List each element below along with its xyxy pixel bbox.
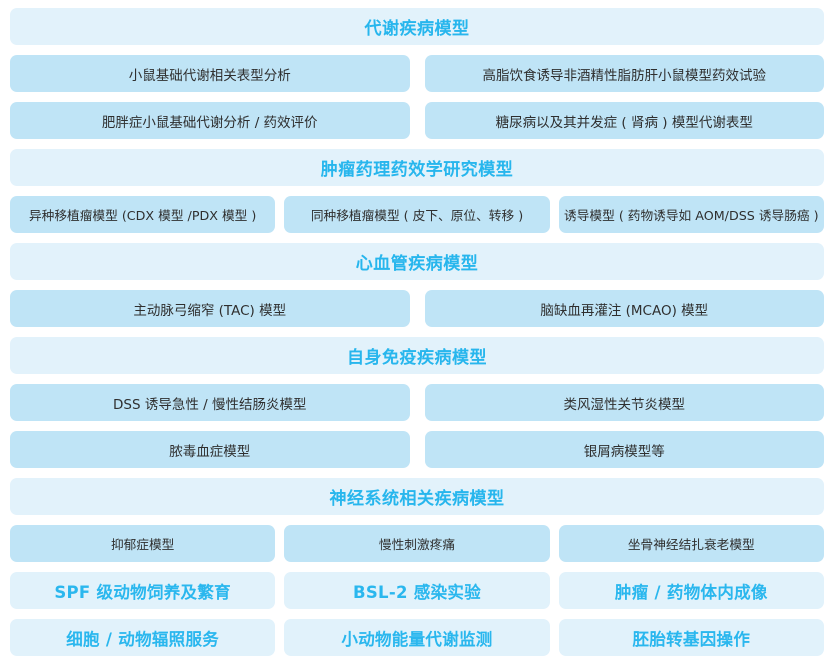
model-item[interactable]: 诱导模型 ( 药物诱导如 AOM/DSS 诱导肠癌 ) (558, 196, 824, 233)
model-item[interactable]: 主动脉弓缩窄 (TAC) 模型 (10, 290, 410, 327)
section-header-row: 肿瘤药理药效学研究模型 (10, 149, 824, 186)
section-header-row: 心血管疾病模型 (10, 243, 824, 280)
model-item-row: 抑郁症模型慢性刺激疼痛坐骨神经结扎衰老模型 (10, 525, 824, 562)
model-item[interactable]: 抑郁症模型 (10, 525, 276, 562)
model-item-row: 脓毒血症模型银屑病模型等 (10, 431, 824, 468)
model-item-row: DSS 诱导急性 / 慢性结肠炎模型类风湿性关节炎模型 (10, 384, 824, 421)
model-item[interactable]: DSS 诱导急性 / 慢性结肠炎模型 (10, 384, 410, 421)
section-title-1: 肿瘤药理药效学研究模型 (10, 149, 824, 186)
model-item-row: 肥胖症小鼠基础代谢分析 / 药效评价糖尿病以及其并发症 ( 肾病 ) 模型代谢表… (10, 102, 824, 139)
model-item[interactable]: 脓毒血症模型 (10, 431, 410, 468)
service-item[interactable]: 肿瘤 / 药物体内成像 (558, 572, 824, 609)
model-item[interactable]: 慢性刺激疼痛 (284, 525, 550, 562)
section-title-4: 神经系统相关疾病模型 (10, 478, 824, 515)
service-item[interactable]: 小动物能量代谢监测 (284, 619, 550, 656)
model-item[interactable]: 异种移植瘤模型 (CDX 模型 /PDX 模型 ) (10, 196, 276, 233)
model-item[interactable]: 高脂饮食诱导非酒精性脂肪肝小鼠模型药效试验 (424, 55, 824, 92)
section-header-row: 神经系统相关疾病模型 (10, 478, 824, 515)
model-item[interactable]: 坐骨神经结扎衰老模型 (558, 525, 824, 562)
model-item-row: 小鼠基础代谢相关表型分析高脂饮食诱导非酒精性脂肪肝小鼠模型药效试验 (10, 55, 824, 92)
model-item[interactable]: 同种移植瘤模型 ( 皮下、原位、转移 ) (284, 196, 550, 233)
section-header-row: 代谢疾病模型 (10, 8, 824, 45)
model-item-row: 主动脉弓缩窄 (TAC) 模型脑缺血再灌注 (MCAO) 模型 (10, 290, 824, 327)
service-item[interactable]: 细胞 / 动物辐照服务 (10, 619, 276, 656)
section-title-3: 自身免疫疾病模型 (10, 337, 824, 374)
section-header-row: 自身免疫疾病模型 (10, 337, 824, 374)
service-item[interactable]: SPF 级动物饲养及繁育 (10, 572, 276, 609)
model-item[interactable]: 小鼠基础代谢相关表型分析 (10, 55, 410, 92)
service-item[interactable]: 胚胎转基因操作 (558, 619, 824, 656)
service-item[interactable]: BSL-2 感染实验 (284, 572, 550, 609)
model-item[interactable]: 类风湿性关节炎模型 (424, 384, 824, 421)
model-item[interactable]: 糖尿病以及其并发症 ( 肾病 ) 模型代谢表型 (424, 102, 824, 139)
model-item[interactable]: 肥胖症小鼠基础代谢分析 / 药效评价 (10, 102, 410, 139)
model-item-row: 异种移植瘤模型 (CDX 模型 /PDX 模型 )同种移植瘤模型 ( 皮下、原位… (10, 196, 824, 233)
model-item[interactable]: 银屑病模型等 (424, 431, 824, 468)
service-row: 细胞 / 动物辐照服务小动物能量代谢监测胚胎转基因操作 (10, 619, 824, 656)
section-title-0: 代谢疾病模型 (10, 8, 824, 45)
section-title-2: 心血管疾病模型 (10, 243, 824, 280)
model-item[interactable]: 脑缺血再灌注 (MCAO) 模型 (424, 290, 824, 327)
